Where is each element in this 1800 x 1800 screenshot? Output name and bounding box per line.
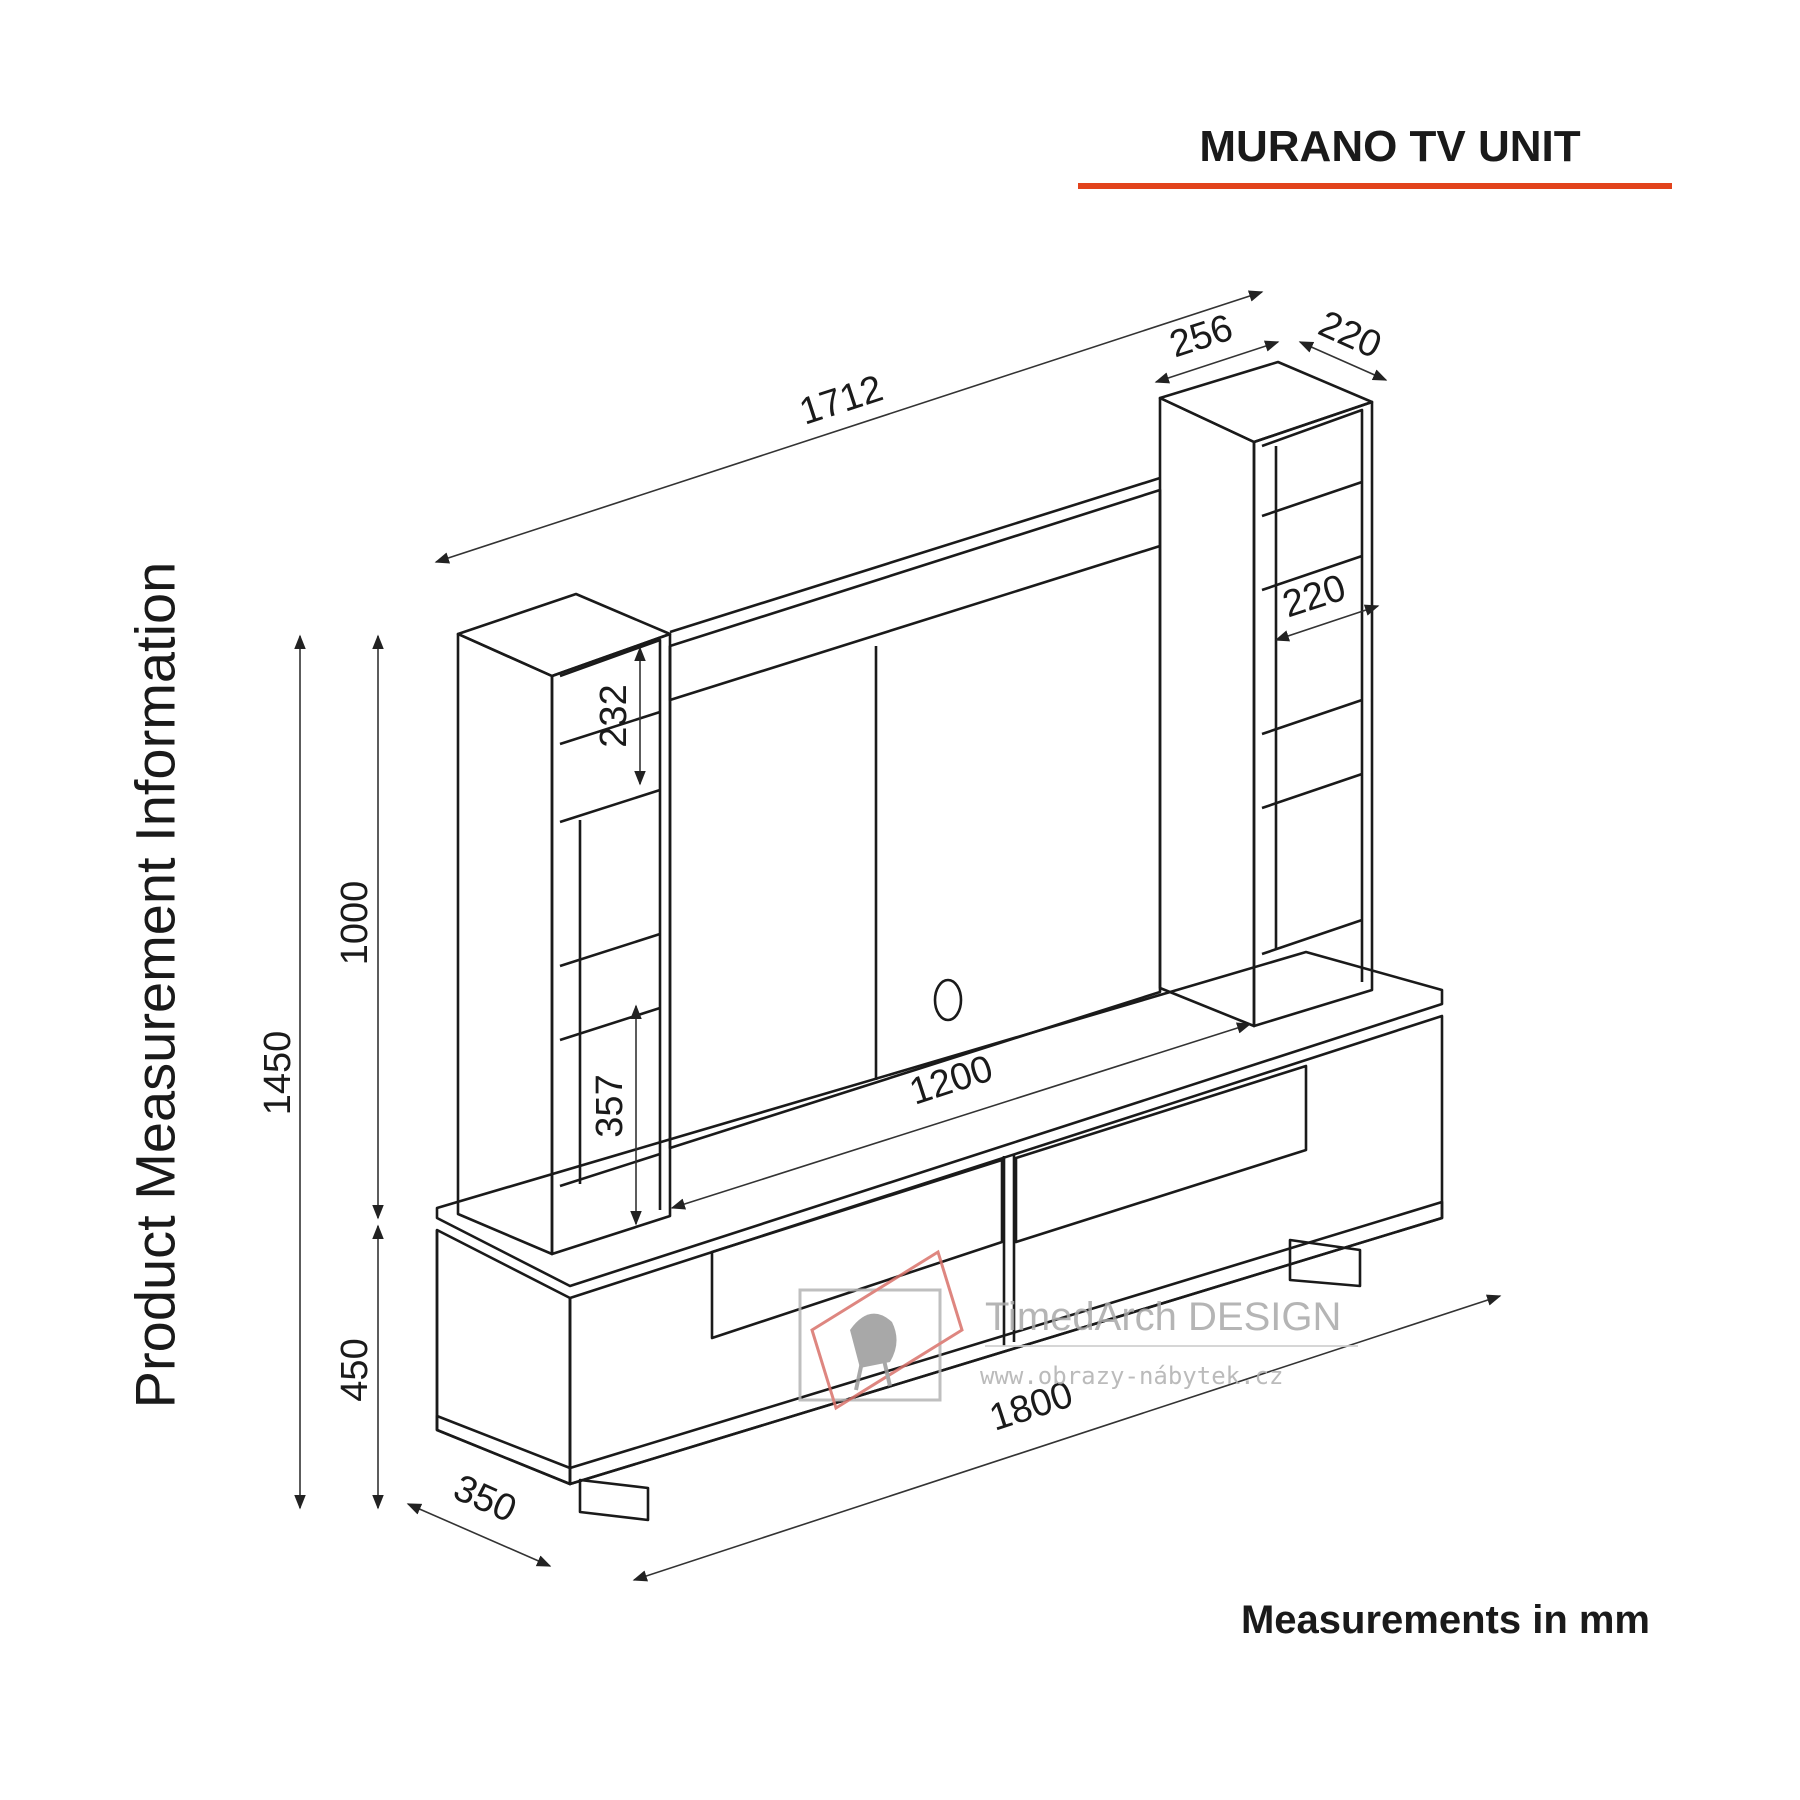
product-title: MURANO TV UNIT — [1199, 122, 1581, 171]
back-panel — [668, 476, 1162, 1150]
right-column — [1158, 360, 1374, 1028]
dim-inner-shelf-depth: 220 — [1278, 567, 1351, 627]
units-note: Measurements in mm — [1240, 1598, 1650, 1642]
title-underline — [1078, 183, 1672, 189]
dim-shelf-spacing-upper: 232 — [593, 684, 635, 747]
dim-back-panel-width: 1712 — [795, 368, 888, 434]
dim-cabinet-height: 450 — [334, 1338, 376, 1401]
dimension-lines — [294, 290, 1502, 1582]
dim-shelf-spacing-lower: 357 — [589, 1074, 631, 1137]
dim-column-depth: 220 — [1312, 303, 1387, 367]
dim-top-height: 1000 — [334, 881, 376, 966]
watermark-url: www.obrazy-nábytek.cz — [980, 1362, 1283, 1390]
watermark: TimedArch DESIGN www.obrazy-nábytek.cz — [798, 1249, 1358, 1411]
base-cabinet — [435, 950, 1444, 1522]
watermark-brand: TimedArch DESIGN — [985, 1295, 1341, 1339]
cable-hole — [933, 978, 963, 1022]
watermark-logo — [798, 1249, 964, 1411]
dim-column-width: 256 — [1165, 307, 1238, 367]
dim-total-height: 1450 — [257, 1031, 299, 1116]
dim-depth: 350 — [447, 1467, 522, 1531]
left-column — [456, 592, 672, 1256]
